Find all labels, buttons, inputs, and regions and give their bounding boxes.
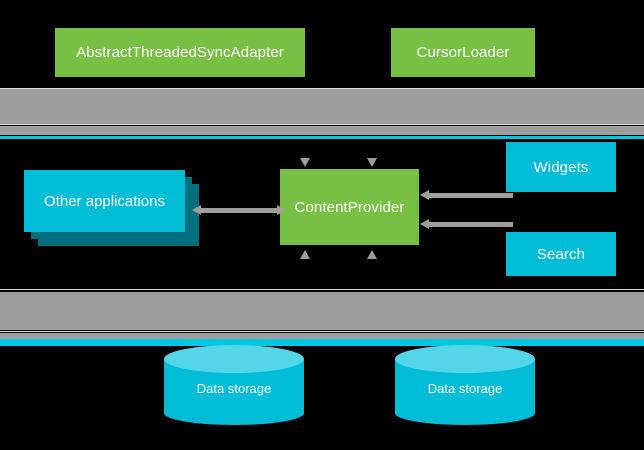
other-applications-card-front[interactable]: Other applications <box>24 170 185 232</box>
data-storage-right-top-ellipse <box>395 345 535 373</box>
arrowhead-right-storage-to-provider <box>367 250 377 259</box>
node-label-widgets: Widgets <box>533 158 589 176</box>
node-label-search: Search <box>536 245 586 263</box>
node-data-storage-left[interactable]: Data storage <box>164 345 304 425</box>
node-cursor-loader[interactable]: CursorLoader <box>391 28 535 77</box>
lower-band-top-hairline <box>0 289 644 290</box>
upper-band-top-hairline <box>0 88 644 89</box>
node-data-storage-right[interactable]: Data storage <box>395 345 535 425</box>
edge-search-provider-line <box>428 222 513 227</box>
node-search[interactable]: Search <box>506 232 616 276</box>
node-label-cursor-loader: CursorLoader <box>416 44 510 61</box>
node-label-content-provider: ContentProvider <box>294 198 405 216</box>
arrowhead-sync-adapter-to-provider <box>300 158 310 167</box>
node-label-data-storage-right: Data storage <box>427 381 503 396</box>
data-storage-left-top-ellipse <box>164 345 304 373</box>
arrowhead-provider-to-other-apps <box>192 205 201 215</box>
edge-other-apps-provider-line <box>200 208 280 213</box>
node-content-provider[interactable]: ContentProvider <box>280 169 419 245</box>
lower-cyan-rule <box>0 339 644 346</box>
upper-band-bottom-hairline <box>0 124 644 125</box>
arrowhead-widgets-to-provider <box>420 190 429 200</box>
lower-connector-band-lower <box>0 333 644 339</box>
node-label-data-storage-left: Data storage <box>196 381 272 396</box>
upper-cyan-rule <box>0 136 644 139</box>
arrowhead-search-to-provider <box>420 219 429 229</box>
node-label-sync-adapter: AbstractThreadedSyncAdapter <box>76 44 284 61</box>
lower-band-bottom-hairline <box>0 331 644 332</box>
upper-connector-band-lower <box>0 126 644 135</box>
arrowhead-cursor-loader-to-provider <box>367 158 377 167</box>
node-label-other-applications: Other applications <box>44 192 165 210</box>
lower-connector-band <box>0 292 644 330</box>
upper-connector-band <box>0 89 644 124</box>
node-other-applications[interactable]: Other applications <box>24 170 199 250</box>
edge-widgets-provider-line <box>428 193 513 198</box>
arrowhead-left-storage-to-provider <box>300 250 310 259</box>
node-abstract-threaded-sync-adapter[interactable]: AbstractThreadedSyncAdapter <box>55 28 305 77</box>
arrowhead-other-apps-to-provider <box>277 205 286 215</box>
node-widgets[interactable]: Widgets <box>506 142 616 192</box>
